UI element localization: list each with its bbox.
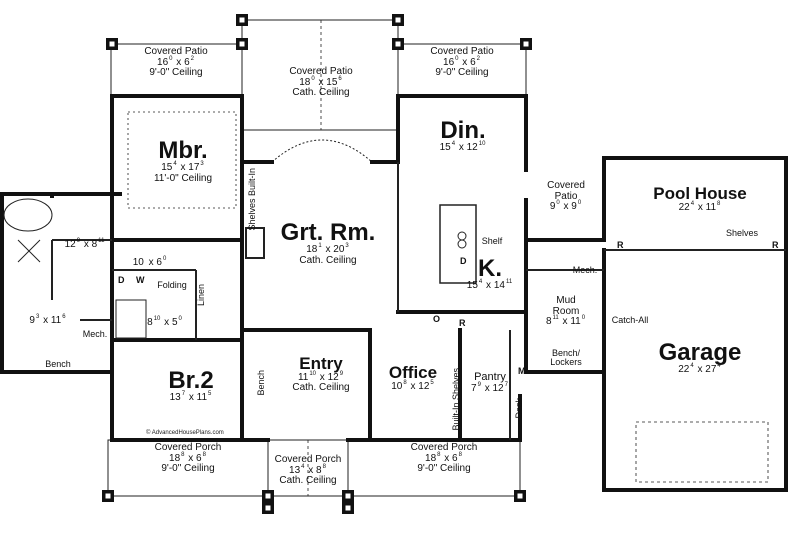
dryer-label: D [118,275,125,285]
fridge-label: R [459,318,466,328]
tub-small [115,299,147,339]
bench-left-label: Bench [45,359,71,369]
kitchen-label: K. 154 x 1411 [466,255,513,292]
oven-label: O [433,314,441,324]
m-box-label: M [518,366,526,376]
pool-fridge-right-label: R [772,240,779,250]
desk-label: Desk [514,398,524,419]
wall-grt-left-top [240,128,274,164]
porch-left-label: Covered Porch 188 x 68 9'-0" Ceiling [154,442,222,474]
mbr-label: Mbr. 154 x 173 11'-0" Ceiling [153,137,213,184]
pool-fridge-left-label: R [617,240,624,250]
patio-right-label: Covered Patio 160 x 62 9'-0" Ceiling [430,46,494,78]
catch-all-label: Catch-All [611,315,649,325]
patio-small-label: Covered Patio 90 x 90 [547,180,585,212]
wall-mud [524,238,606,374]
mbr-ceiling-line [127,111,237,209]
dishwasher-label: D [460,256,467,266]
bench-lockers-label: Bench/ Lockers [550,348,582,368]
grt-rm-label: Grt. Rm. 181 x 203 Cath. Ceiling [280,219,376,266]
porch-right-label: Covered Porch 188 x 68 9'-0" Ceiling [410,442,478,474]
bath-master-dim: 129 x 811 [64,238,105,250]
wall-pool-house [524,156,788,248]
wall-mbr-left [50,94,114,198]
patio-left-label: Covered Patio 160 x 62 9'-0" Ceiling [144,46,208,78]
bathtub [3,198,53,232]
closet-a-dim: 10 x 60 [132,256,167,268]
wall-front-right [346,394,522,442]
washer-label: W [136,275,145,285]
wall-din [370,94,528,172]
linen-label: Linen [196,284,206,307]
pantry-label: Pantry 79 x 127 [471,371,508,394]
kitchen-island [439,204,477,284]
wall-br2-bottom [110,370,270,442]
shelf-label: Shelf [481,236,503,246]
copyright: © AdvancedHousePlans.com [146,430,224,436]
patio-center-label: Covered Patio 180 x 156 Cath. Ceiling [289,66,353,98]
wic-left-dim: 93 x 116 [29,314,66,326]
shelves-builtin-label: Shelves Built-In [247,168,257,231]
mud-room-label: Mud Room 811 x 110 [545,295,586,327]
garage-label: Garage 224 x 274 [658,339,742,376]
bay-arch [271,139,373,163]
porch-center-label: Covered Porch 134 x 88 Cath. Ceiling [274,454,342,486]
folding-label: Folding [157,280,187,290]
office-label: Office 108 x 125 [388,363,438,392]
garage-door-outline [635,421,769,483]
entry-label: Entry 1110 x 129 Cath. Ceiling [292,354,350,394]
br2-label: Br.2 137 x 115 [168,367,214,404]
shelves-pool-label: Shelves [725,228,759,238]
mech-left-label: Mech. [82,329,108,339]
wall-far-left [0,192,114,374]
mech-right-label: Mech. [572,265,598,275]
closet-b-dim: 810 x 50 [147,316,182,328]
wall-mbr-top [110,94,244,132]
din-label: Din. 154 x 1210 [439,117,486,154]
builtin-shelves-office-label: Built-In Shelves [451,368,461,431]
bench-br2-label: Bench [256,370,266,396]
fireplace [245,227,265,259]
pool-house-label: Pool House 224 x 118 [653,184,747,213]
